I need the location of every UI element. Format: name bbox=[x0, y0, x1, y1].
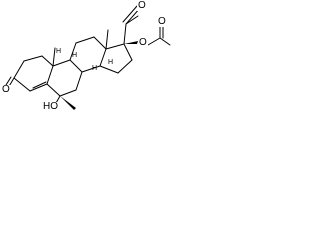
c6-substituents bbox=[55, 95, 76, 110]
c10-methyl: H bbox=[52, 47, 61, 67]
acetate-carbonyl-oxygen-label: O bbox=[157, 16, 167, 27]
svg-text:H: H bbox=[56, 48, 61, 55]
svg-text:H: H bbox=[92, 65, 97, 72]
ring-b bbox=[46, 59, 83, 97]
c17-acetate bbox=[124, 26, 171, 46]
ring-a bbox=[13, 55, 54, 92]
oxo-3-label: O bbox=[1, 84, 11, 95]
ring-c: H H bbox=[69, 36, 107, 73]
ester-oxygen-17-label: O bbox=[138, 37, 148, 48]
acetyl-oxygen-20-label: O bbox=[137, 0, 147, 11]
ring-d: H bbox=[99, 43, 133, 74]
skeletal-formula: H H H H bbox=[5, 5, 171, 110]
structure-canvas: H H H H bbox=[0, 0, 178, 125]
svg-text:H: H bbox=[108, 59, 113, 66]
c13-methyl bbox=[105, 29, 109, 50]
svg-text:H: H bbox=[72, 52, 77, 59]
hydroxy-6-label: HO bbox=[42, 101, 59, 112]
